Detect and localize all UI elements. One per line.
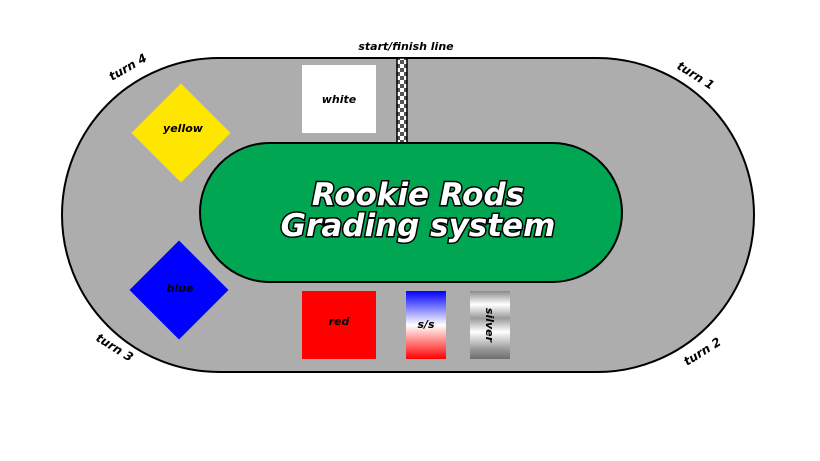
grade-white: white [302,65,376,133]
red-label: red [329,315,350,328]
blue-label: blue [167,282,194,295]
start-finish-label: start/finish line [358,40,454,53]
red-swatch [302,291,376,359]
ss-label: s/s [417,318,435,331]
grade-ss: s/s [406,291,446,359]
yellow-swatch [131,83,231,183]
title-line-1: Rookie Rods [312,177,524,213]
white-swatch [302,65,376,133]
title-line-2: Grading system [281,208,556,244]
grade-silver: silver [470,291,510,359]
infield [199,142,623,283]
grade-yellow: yellow [131,83,231,183]
ss-swatch [406,291,446,359]
silver-swatch [470,291,510,359]
silver-label: silver [483,308,496,343]
start-finish-line [396,57,408,145]
white-label: white [322,93,357,106]
grade-red: red [302,291,376,359]
yellow-label: yellow [163,122,204,135]
